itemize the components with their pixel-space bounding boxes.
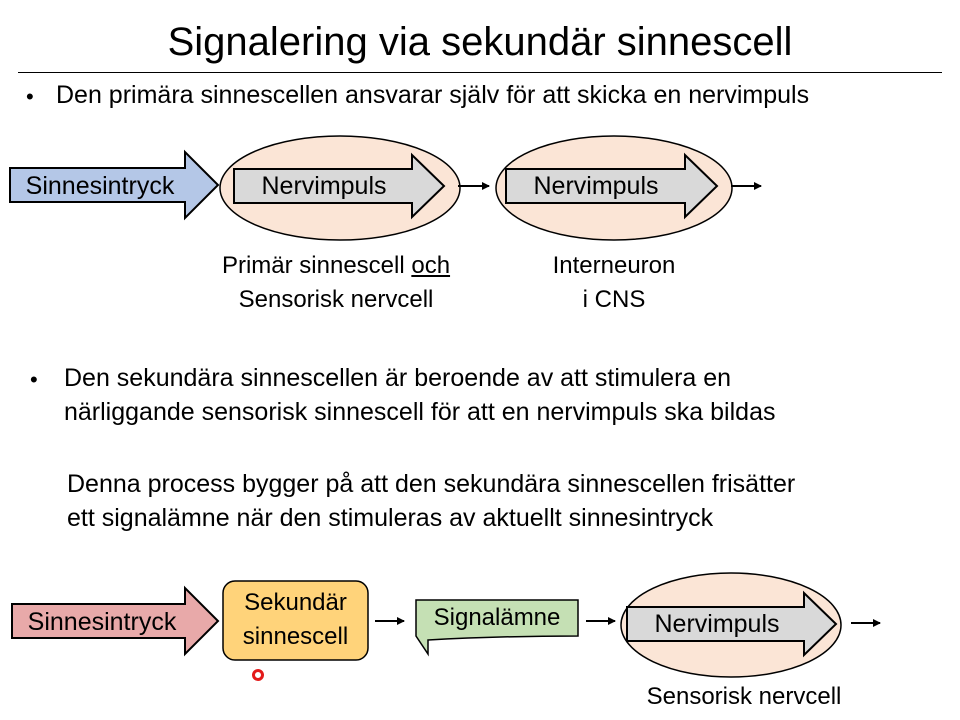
bullet-marker-2: • <box>30 367 38 392</box>
interneuron-caption-line2: i CNS <box>582 286 646 313</box>
process-description-line2: ett signalämne när den stimuleras av akt… <box>67 504 714 532</box>
impulse-label-1: Nervimpuls <box>261 172 387 200</box>
sensory-nerve-cell-caption: Sensorisk nervcell <box>646 683 842 710</box>
bullet-text-primary: Den primära sinnescellen ansvarar själv … <box>56 81 810 109</box>
primary-cell-caption-line1: Primär sinnescell och <box>186 252 486 280</box>
stimulus-label-top: Sinnesintryck <box>25 172 175 200</box>
bullet-text-secondary-line2: närliggande sensorisk sinnescell för att… <box>64 398 776 426</box>
secondary-cell-label-line1: Sekundär <box>244 589 347 616</box>
impulse-arrow-3 <box>626 590 838 658</box>
bullet-marker: • <box>26 84 34 109</box>
process-description-line1: Denna process bygger på att den sekundär… <box>67 470 796 498</box>
slide-title: Signalering via sekundär sinnescell <box>167 20 793 64</box>
impulse-label-2: Nervimpuls <box>533 172 659 200</box>
impulse-arrow-1 <box>233 152 446 220</box>
stimulus-arrow-top <box>9 149 220 221</box>
title-divider <box>18 72 942 73</box>
stimulus-arrow-bottom <box>11 585 220 657</box>
interneuron-caption-line1: Interneuron <box>552 252 676 279</box>
primary-cell-caption-text: Primär sinnescell <box>221 252 405 279</box>
signal-substance-shape <box>415 599 579 657</box>
laser-pointer-dot <box>252 669 264 681</box>
signal-substance-label: Signalämne <box>433 604 561 631</box>
secondary-cell-box <box>222 580 369 661</box>
secondary-cell-label-line2: sinnescell <box>242 623 349 650</box>
primary-cell-caption-line2: Sensorisk nervcell <box>238 286 434 313</box>
stimulus-label-bottom: Sinnesintryck <box>27 608 177 636</box>
impulse-arrow-2 <box>505 152 719 220</box>
bullet-text-secondary-line1: Den sekundära sinnescellen är beroende a… <box>64 364 732 392</box>
primary-cell-caption-and: och <box>411 252 451 279</box>
impulse-label-3: Nervimpuls <box>654 610 780 638</box>
